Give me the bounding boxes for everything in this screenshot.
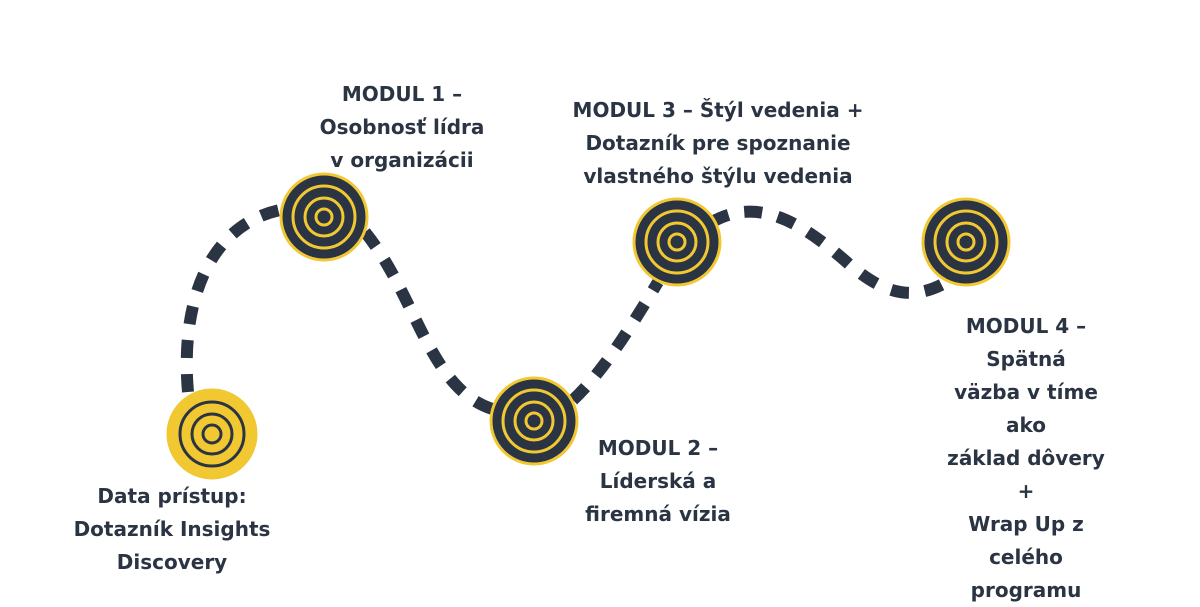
modul-1-target-icon [279,172,369,262]
modul-2-target-icon [489,376,579,466]
start-target-icon [166,388,258,480]
modul-2-label: MODUL 2 – Líderská a firemná vízia [585,436,731,526]
modul-3-label: MODUL 3 – Štýl vedenia + Dotazník pre sp… [572,98,864,188]
start-label: Data prístup: Dotazník Insights Discover… [73,484,271,574]
modul-3-target-icon [632,197,722,287]
modul-4-label: MODUL 4 – Spätná väzba v tíme ako základ… [947,314,1105,602]
modul-4-target-icon [921,197,1011,287]
modul-1-label: MODUL 1 – Osobnosť lídra v organizácii [319,82,485,172]
